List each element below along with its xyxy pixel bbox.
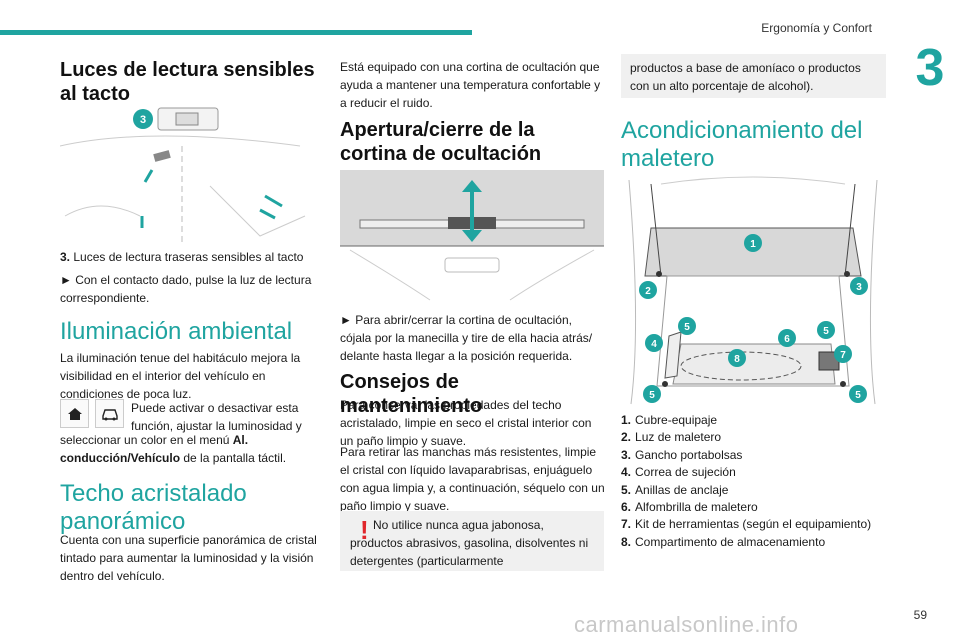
trunk-legend-list: 1.Cubre-equipaje 2.Luz de maletero 3.Gan… [621,412,887,551]
svg-text:3: 3 [140,114,146,126]
maintenance-text-2: Para retirar las manchas más resistentes… [340,445,605,513]
header-accent-bar [0,30,472,35]
callout-5b: 5 [817,321,835,339]
list-item: 3.Gancho portabolsas [621,447,743,462]
list-item: 2.Luz de maletero [621,430,722,445]
list-item: 6.Alfombrilla de maletero [621,499,758,514]
svg-text:4: 4 [651,339,657,350]
list-item: 4.Correa de sujeción [621,465,736,480]
svg-text:3: 3 [856,282,862,293]
reading-lights-illustration: 3 [60,107,306,244]
svg-text:6: 6 [784,334,790,345]
ambient-menu-path: Al. conducción/Vehículo [60,433,249,465]
svg-text:2: 2 [645,286,651,297]
list-item: 5.Anillas de anclaje [621,482,729,497]
callout-2: 2 [639,281,657,299]
callout-7: 7 [834,345,852,363]
svg-text:5: 5 [684,322,690,333]
svg-text:8: 8 [734,354,740,365]
svg-text:5: 5 [649,390,655,401]
callout-4: 4 [645,334,663,352]
callout-5c: 5 [643,385,661,403]
svg-text:5: 5 [823,326,829,337]
section-title: Ergonomía y Confort [761,21,872,35]
roof-intro-text: Está equipado con una cortina de ocultac… [340,60,601,110]
caption-text: Luces de lectura traseras sensibles al t… [73,250,304,264]
roof-title: Techo acristalado panorámico [60,480,247,535]
ambient-text-2: seleccionar un color en el menú Al. cond… [60,431,320,467]
car-icon [95,399,124,428]
callout-5a: 5 [678,317,696,335]
trunk-callouts: 1 2 3 4 5 5 5 5 6 7 8 [621,176,885,408]
warning-box-continued: productos a base de amoníaco o productos… [621,54,886,98]
maintenance-title: Consejos de mantenimiento [340,371,483,417]
callout-6: 6 [778,329,796,347]
svg-text:7: 7 [840,350,846,361]
sunblind-illustration [340,170,604,301]
reading-lights-caption: 3. Luces de lectura traseras sensibles a… [60,248,320,266]
page-number: 59 [913,608,927,622]
ambient-text-2-end: de la pantalla táctil. [180,451,287,465]
list-item: 1.Cubre-equipaje [621,413,718,427]
warning-box: ! No utilice nunca agua jabonosa, produc… [340,511,604,571]
home-icon [60,399,89,428]
warning-text-continued: productos a base de amoníaco o productos… [630,61,861,93]
svg-text:5: 5 [855,390,861,401]
blind-instruction: ► Para abrir/cerrar la cortina de oculta… [340,313,593,363]
trunk-title: Acondicionamiento del maletero [621,117,863,172]
reading-lights-instruction: ► Con el contacto dado, pulse la luz de … [60,273,312,305]
ambient-text: La iluminación tenue del habitáculo mejo… [60,351,301,401]
callout-3: 3 [850,277,868,295]
list-item: 7.Kit de herramientas (según el equipami… [621,517,872,532]
watermark: carmanualsonline.info [574,612,799,637]
roof-text: Cuenta con una superficie panorámica de … [60,533,317,583]
caption-number: 3. [60,250,71,264]
list-item: 8.Compartimento de almacenamiento [621,534,826,549]
trunk-illustration [628,176,878,405]
warning-icon: ! [360,515,369,545]
callout-8: 8 [728,349,746,367]
ambient-icon-text: Puede activar o desactivar esta función,… [131,401,302,433]
maintenance-text-1: Para conservar las propiedades del techo… [340,398,592,448]
reading-lights-title: Luces de lectura sensibles al tacto [60,59,315,105]
callout-5d: 5 [849,385,867,403]
blind-title: Apertura/cierre de la cortina de ocultac… [340,119,542,165]
ambient-text-2-start: seleccionar un color en el menú [60,433,233,447]
ambient-title: Iluminación ambiental [60,318,293,345]
callout-1: 1 [744,234,762,252]
warning-text: No utilice nunca agua jabonosa, producto… [350,518,589,568]
svg-text:1: 1 [750,239,756,250]
chapter-number: 3 [915,39,945,97]
